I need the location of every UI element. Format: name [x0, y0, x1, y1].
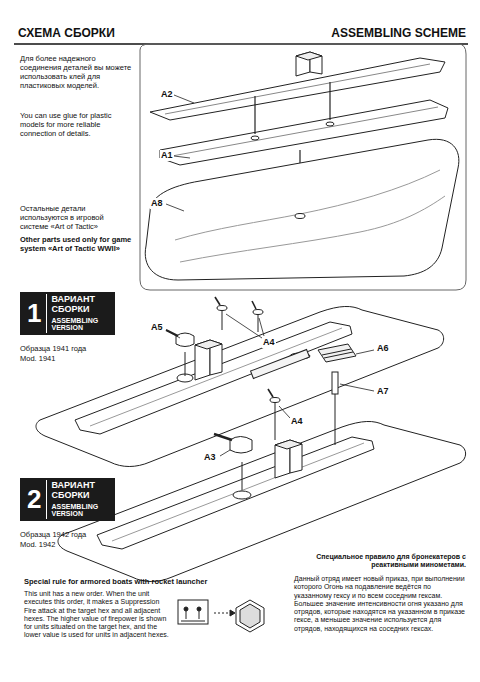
- assembly-pins-part: [329, 82, 330, 120]
- hex-pictogram-part: [186, 611, 187, 619]
- hex-pictogram-part: [199, 611, 200, 619]
- model-1942-part: [214, 434, 232, 440]
- note-text: Для более надежного соединения деталей в…: [20, 55, 132, 90]
- hex-pictogram-part: [178, 600, 208, 624]
- hex-pictogram-part: [197, 607, 201, 611]
- part-label: A8: [150, 198, 164, 209]
- model-year: Mod. 1942: [20, 541, 55, 550]
- assembly-pins-part: [254, 96, 255, 134]
- exploded-frame-part: [140, 44, 466, 290]
- part-label: A4: [262, 337, 276, 348]
- model-1941-part: [252, 301, 256, 309]
- model-1942-part: [318, 344, 356, 362]
- version-label: ВАРИАНТ СБОРКИ: [51, 295, 109, 315]
- model-1941-part: [217, 306, 227, 311]
- part-a1-hull-part: [251, 136, 259, 140]
- version-text-column: ВАРИАНТ СБОРКИ ASSEMBLING VERSION: [47, 480, 113, 519]
- part-label: A1: [160, 150, 174, 161]
- hex-pictogram-part: [181, 621, 205, 622]
- part-a2-deck-part: [296, 52, 322, 60]
- model-1941-part: [215, 297, 220, 305]
- leader-lines-part: [174, 95, 194, 103]
- model-1941-part: [195, 340, 222, 349]
- model-1941-part: [253, 310, 263, 315]
- leader-lines-part: [220, 450, 230, 456]
- part-label: A2: [160, 89, 174, 100]
- hex-pictogram-part: [240, 604, 260, 628]
- model-1942-part: [275, 402, 276, 440]
- model-1941-part: [222, 310, 223, 330]
- version-badge: 1ВАРИАНТ СБОРКИ ASSEMBLING VERSION: [20, 292, 115, 335]
- model-1942-part-part: [275, 440, 302, 449]
- rule-heading: Специальное правило для бронекатеров с р…: [300, 553, 466, 570]
- leader-lines-part: [166, 204, 184, 211]
- model-year: Образца 1941 года: [20, 345, 86, 354]
- hex-pictogram-part: [230, 610, 235, 616]
- part-a8-base-part: [145, 139, 459, 280]
- model-1941-part: [75, 322, 352, 434]
- version-text-column: ВАРИАНТ СБОРКИ ASSEMBLING VERSION: [47, 294, 113, 333]
- model-1942-part: [324, 352, 353, 358]
- model-1941-part: [176, 333, 194, 347]
- part-a8-base-part: [295, 214, 305, 219]
- model-1941-part: [90, 328, 342, 426]
- model-1942-part-part: [58, 421, 466, 581]
- part-label: A3: [203, 452, 217, 463]
- part-a8-base: [145, 139, 459, 280]
- exploded-frame: [140, 44, 466, 290]
- hex-pictogram-part: [184, 607, 188, 611]
- hex-pictogram: [178, 600, 264, 632]
- leader-lines-part: [356, 350, 374, 354]
- leader-lines-part: [259, 318, 264, 336]
- leader-lines-part: [174, 156, 190, 158]
- rule-text: Данный отряд имеет новый приказ, при вып…: [294, 575, 468, 633]
- model-1942: [58, 344, 466, 582]
- part-a8-base-part: [175, 170, 440, 240]
- version-label: ASSEMBLING VERSION: [51, 503, 109, 518]
- version-label: ASSEMBLING VERSION: [51, 317, 109, 332]
- model-1941-part: [185, 352, 186, 376]
- leader-lines-part: [279, 406, 290, 418]
- model-1942-part: [322, 349, 351, 355]
- note-text: You can use glue for plastic models for …: [20, 112, 132, 139]
- hex-pictogram-part: [236, 600, 264, 632]
- part-label: A6: [376, 343, 390, 354]
- leader-lines-part: [340, 384, 374, 391]
- part-a1-hull-part: [326, 122, 334, 126]
- version-label: ВАРИАНТ СБОРКИ: [51, 481, 109, 501]
- model-year: Mod. 1941: [20, 355, 55, 364]
- leader-lines-part: [166, 330, 180, 338]
- part-a8-base-part: [180, 196, 445, 262]
- model-1942-part-part: [233, 491, 251, 499]
- note-text: Other parts used only for game system «A…: [20, 236, 132, 254]
- version-number: 2: [22, 480, 47, 519]
- hex-pictogram-part: [214, 613, 230, 614]
- part-label: A7: [376, 386, 390, 397]
- model-1942-part: [242, 462, 243, 490]
- part-label: A4: [290, 416, 304, 427]
- leader-lines: [166, 95, 374, 456]
- page-title: СХЕМА СБОРКИ: [18, 26, 115, 40]
- part-label: A5: [150, 322, 164, 333]
- version-badge: 2ВАРИАНТ СБОРКИ ASSEMBLING VERSION: [20, 478, 115, 521]
- rule-heading: Special rule for armored boats with rock…: [24, 578, 254, 587]
- rule-text: This unit has a new order. When the unit…: [24, 590, 170, 640]
- model-1942-part: [270, 398, 280, 403]
- model-1942-part-part: [112, 443, 364, 541]
- model-1941-part: [251, 350, 310, 379]
- model-1942-part: [268, 389, 273, 397]
- model-1941-part: [258, 314, 259, 332]
- model-1942-part: [335, 394, 336, 445]
- model-year: Образца 1942 года: [20, 531, 86, 540]
- header-text: ASSEMBLING SCHEME: [300, 26, 466, 40]
- model-1942-part: [58, 421, 466, 581]
- model-1942-part: [230, 437, 252, 454]
- model-1942-part-part: [97, 437, 374, 549]
- note-text: Остальные детали используются в игровой …: [20, 205, 132, 232]
- model-1942-part: [332, 372, 338, 394]
- version-number: 1: [22, 294, 47, 333]
- leader-lines-part: [226, 314, 262, 338]
